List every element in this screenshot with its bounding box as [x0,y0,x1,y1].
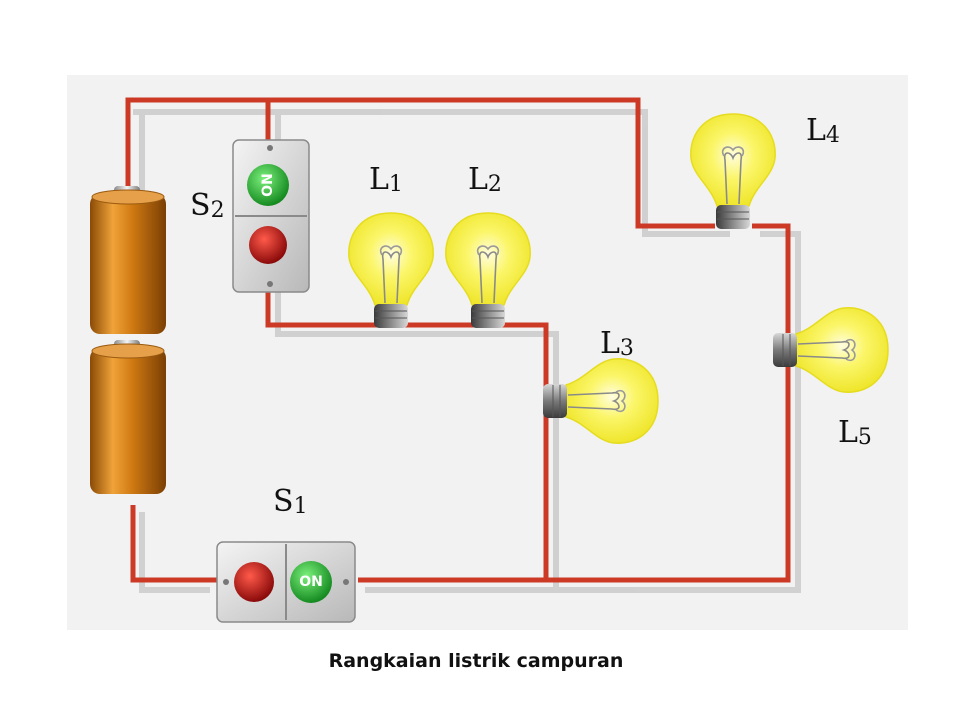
label-l5: L5 [838,415,872,450]
label-l2: L2 [468,162,502,197]
label-s1: S1 [273,484,308,519]
switch-s1-on-text: ON [299,574,323,590]
bottom-left-wire [130,505,218,583]
wire-shadows [133,109,801,593]
switch-s2-on-text: ON [260,173,276,197]
diagram-caption: Rangkaian listrik campuran [0,650,960,672]
battery-icon [90,186,166,494]
caption-text: Rangkaian listrik campuran [328,650,624,672]
switch-s2: ON [232,139,310,293]
top-wire [125,97,715,229]
right-wire [358,223,791,583]
label-s2: S2 [190,188,225,223]
label-l4: L4 [806,113,840,148]
switch-s1: ON [216,541,356,623]
label-l1: L1 [369,162,403,197]
label-l3: L3 [600,326,634,361]
